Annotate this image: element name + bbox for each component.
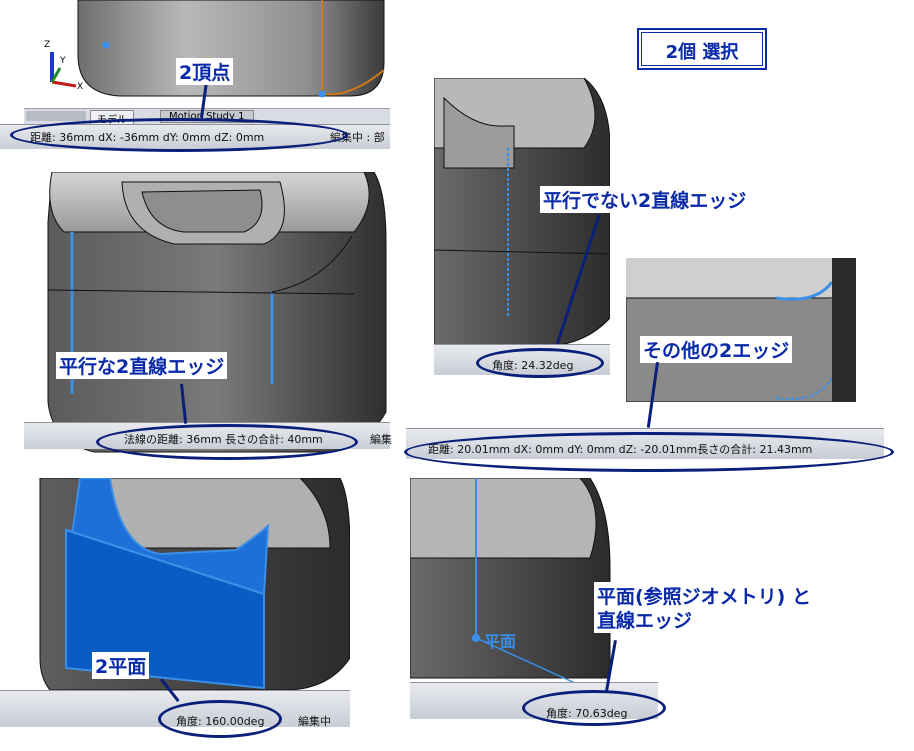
callout-plane-edge-2: 直線エッジ xyxy=(594,606,696,633)
axis-triad-icon xyxy=(50,52,77,88)
axis-y-label: Y xyxy=(60,56,66,66)
panel-nonparallel xyxy=(434,78,610,376)
plane-label: 平面 xyxy=(484,632,517,651)
status-right: 編集中 xyxy=(298,715,331,728)
tab-nav-buttons[interactable] xyxy=(26,111,86,121)
viewport-other[interactable] xyxy=(626,258,856,402)
status-right: 編集 xyxy=(370,433,392,446)
viewport-faces[interactable] xyxy=(0,478,350,736)
viewport-vertices[interactable] xyxy=(0,0,390,160)
callout-nonparallel: 平行でない2直線エッジ xyxy=(540,186,750,213)
oval-plane-edge xyxy=(522,690,666,726)
viewport-nonparallel[interactable] xyxy=(434,78,610,376)
callout-plane-edge-1: 平面(参照ジオメトリ) と xyxy=(594,582,814,609)
panel-other xyxy=(626,258,856,402)
callout-parallel: 平行な2直線エッジ xyxy=(56,352,228,379)
vertex-a xyxy=(102,41,110,49)
panel-plane-edge: 平面 xyxy=(410,478,658,718)
oval-faces xyxy=(158,700,282,738)
oval-other xyxy=(404,432,894,472)
oval-vertices xyxy=(10,118,348,152)
vertex-b xyxy=(318,90,326,98)
viewport-plane-edge[interactable] xyxy=(410,478,658,718)
title-text: 2個 選択 xyxy=(665,42,739,63)
axis-x-label: X xyxy=(77,82,84,92)
oval-nonparallel xyxy=(476,348,604,378)
callout-faces: 2平面 xyxy=(92,652,150,679)
panel-parallel xyxy=(24,172,390,454)
callout-other: その他の2エッジ xyxy=(640,336,793,363)
title-box: 2個 選択 xyxy=(637,28,767,70)
axis-z-label: Z xyxy=(44,40,51,50)
viewport-parallel[interactable] xyxy=(24,172,390,454)
callout-vertices: 2頂点 xyxy=(176,58,234,85)
oval-parallel xyxy=(96,424,358,460)
